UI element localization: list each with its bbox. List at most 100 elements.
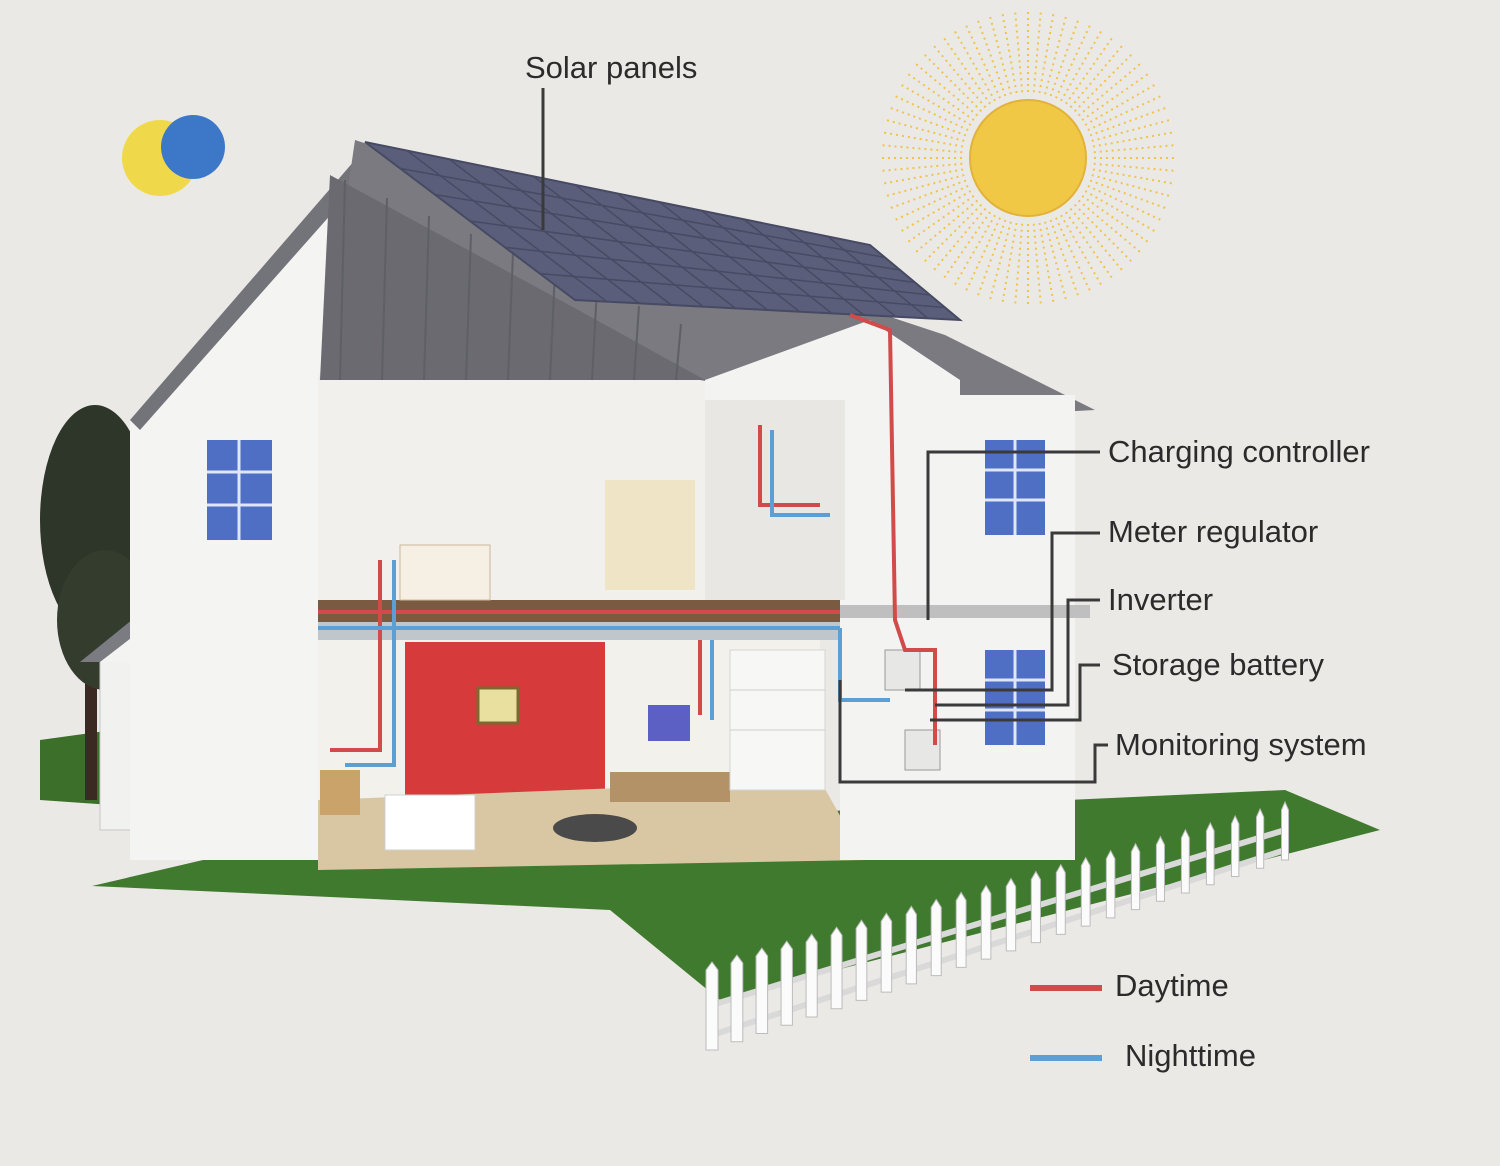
sun-ray	[1013, 8, 1024, 93]
sun-ray	[1081, 71, 1152, 121]
fence-picket	[830, 926, 843, 1010]
sun-ray	[1032, 223, 1043, 308]
panel-column-line	[701, 210, 833, 314]
sun-ray	[1069, 207, 1126, 274]
fence-picket	[1205, 821, 1215, 886]
roof-shingle-line	[549, 269, 556, 381]
sun-ray	[1044, 12, 1068, 95]
fence-picket	[855, 919, 868, 1001]
panel-column-line	[574, 184, 736, 309]
sun-ray	[930, 207, 987, 274]
sun-ray	[988, 12, 1012, 95]
sun-ray	[1073, 203, 1135, 265]
roof-shingle-line	[423, 215, 430, 381]
panel-column-line	[743, 218, 865, 316]
sun-ray	[1089, 179, 1170, 211]
sun-ray	[1091, 174, 1174, 198]
sun-ray	[1081, 195, 1152, 245]
sun-ray	[1000, 222, 1018, 306]
sun-ray	[1077, 60, 1144, 117]
sun-ray	[1093, 143, 1178, 154]
sun-ray	[891, 184, 969, 223]
sun-ray	[941, 211, 991, 282]
sun-ray	[882, 174, 965, 198]
fence-picket	[1180, 828, 1190, 894]
fence-picket	[805, 933, 818, 1018]
sun-ray	[963, 217, 1002, 295]
legend-label-nighttime: Nighttime	[1125, 1038, 1256, 1073]
label-solar-panels: Solar panels	[525, 50, 698, 85]
sun-ray	[904, 71, 975, 121]
label-meter-regulator: Meter regulator	[1108, 514, 1319, 549]
sun-ray	[1054, 217, 1093, 295]
fence-picket	[1130, 842, 1141, 911]
label-inverter: Inverter	[1108, 582, 1214, 617]
main-house-left	[130, 160, 370, 860]
sun-ray	[1092, 168, 1176, 186]
roof-shingle-line	[507, 251, 514, 381]
sun-ray	[988, 221, 1012, 304]
roof-shingle-line	[381, 197, 388, 381]
sun-ray	[904, 195, 975, 245]
sun-ray	[897, 82, 972, 126]
moon-icon	[122, 115, 225, 196]
sun-ray	[1038, 222, 1056, 306]
sun-icon	[878, 8, 1178, 308]
sun-ray	[1092, 130, 1176, 148]
sun-ray	[1000, 10, 1018, 94]
sun-ray	[886, 179, 967, 211]
fence-picket	[1055, 863, 1066, 935]
roof-shingles	[339, 179, 682, 381]
fence-picket	[1030, 870, 1041, 944]
picket-fence	[705, 800, 1289, 1051]
label-charging-controller: Charging controller	[1108, 434, 1370, 469]
sun-ray	[1060, 214, 1104, 289]
sun-ray	[1084, 190, 1159, 234]
panel-column-line	[827, 235, 929, 319]
sun-ray	[975, 219, 1007, 300]
solar-panel-grid	[399, 149, 946, 319]
sun-ray	[882, 118, 965, 142]
sun-ray	[912, 199, 979, 256]
sun-ray	[1069, 42, 1126, 109]
sun-ray	[1065, 211, 1115, 282]
panel-column-line	[532, 175, 704, 308]
fence-picket	[955, 891, 967, 968]
panel-column-line	[659, 201, 801, 313]
daytime-wiring	[318, 313, 937, 752]
fence-picket	[1005, 877, 1017, 952]
panel-column-line	[406, 149, 608, 303]
sun-ray	[1032, 8, 1043, 93]
fence-picket	[1080, 856, 1091, 927]
sun-rays	[878, 8, 1178, 308]
sun-ray	[941, 34, 991, 105]
legend-label-daytime: Daytime	[1115, 968, 1229, 1003]
label-leaders	[541, 88, 1108, 784]
fence-picket	[1230, 814, 1240, 878]
sun-ray	[952, 214, 996, 289]
sun-ray	[975, 16, 1007, 97]
fence-picket	[980, 884, 992, 960]
fence-picket	[905, 905, 917, 985]
roof-shingle-line	[465, 233, 472, 381]
roof-shingle-line	[339, 179, 346, 381]
fence-picket	[1255, 807, 1265, 869]
fence-picket	[1155, 835, 1165, 902]
sun-ray	[921, 203, 983, 265]
sun-ray	[930, 42, 987, 109]
sun-ray	[1087, 93, 1165, 132]
panel-column-line	[448, 158, 640, 304]
fence-picket	[780, 940, 793, 1026]
sun-ray	[891, 93, 969, 132]
sun-ray	[1093, 162, 1178, 173]
sun-ray	[1077, 199, 1144, 256]
sun-ray	[1013, 223, 1024, 308]
fence-picket	[880, 912, 893, 993]
sun-ray	[897, 190, 972, 234]
sun-ray	[1087, 184, 1165, 223]
panel-column-line	[490, 167, 672, 306]
sun-ray	[1038, 10, 1056, 94]
sun-ray	[886, 105, 967, 137]
sun-ray	[1089, 105, 1170, 137]
sun-ray	[1049, 219, 1081, 300]
